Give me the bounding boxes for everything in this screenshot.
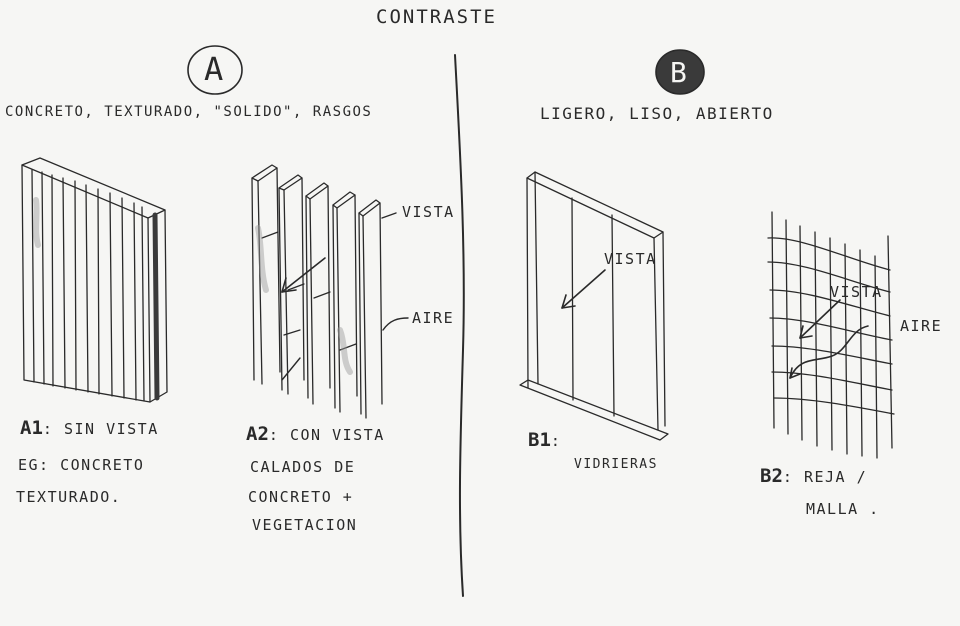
b1-note: VIDRIERAS: [574, 457, 658, 472]
a1-note-line2: TEXTURADO.: [16, 488, 122, 506]
badge-a-label: A: [204, 50, 225, 88]
b1-caption: :: [550, 432, 562, 450]
a2-vegetation-shading: [33, 197, 353, 375]
b2-code: B2: [760, 465, 783, 487]
a1-code: A1: [20, 417, 43, 439]
b2-mesh-sketch: [767, 211, 895, 459]
b2-label-aire: AIRE: [900, 317, 943, 335]
a1-note-line1: EG: CONCRETO: [18, 456, 145, 474]
a1-heading: A1: SIN VISTA: [20, 414, 159, 444]
center-divider: [454, 54, 465, 597]
section-b-subtitle: LIGERO, LISO, ABIERTO: [540, 104, 774, 123]
a2-code: A2: [246, 423, 269, 445]
a2-note-line3: VEGETACION: [252, 516, 358, 534]
b2-caption: : REJA /: [782, 468, 868, 486]
badge-b-label: B: [670, 56, 688, 89]
b2-heading: B2: REJA /: [760, 462, 867, 492]
a2-note-line2: CONCRETO +: [248, 488, 354, 506]
b1-heading: B1:: [528, 426, 561, 456]
a2-note-line1: CALADOS DE: [250, 458, 356, 476]
b2-label-vista: VISTA: [830, 283, 883, 301]
b1-glass-sketch: [519, 171, 669, 441]
a2-caption: : CON VISTA: [268, 426, 385, 444]
a2-heading: A2: CON VISTA: [246, 420, 385, 450]
badge-a-circle: [187, 45, 243, 95]
a1-panel-sketch: [21, 157, 168, 403]
badge-b-circle: [655, 49, 705, 95]
a1-caption: : SIN VISTA: [42, 420, 159, 438]
b1-code: B1: [528, 429, 551, 451]
page-title: CONTRASTE: [376, 6, 497, 28]
b1-label-vista: VISTA: [604, 250, 657, 268]
a2-label-aire: AIRE: [412, 309, 455, 327]
section-a-subtitle: CONCRETO, TEXTURADO, "SOLIDO", RASGOS: [5, 104, 373, 120]
b2-note: MALLA .: [806, 500, 880, 518]
a2-label-vista: VISTA: [402, 203, 455, 221]
a2-slats-sketch: [251, 164, 409, 419]
